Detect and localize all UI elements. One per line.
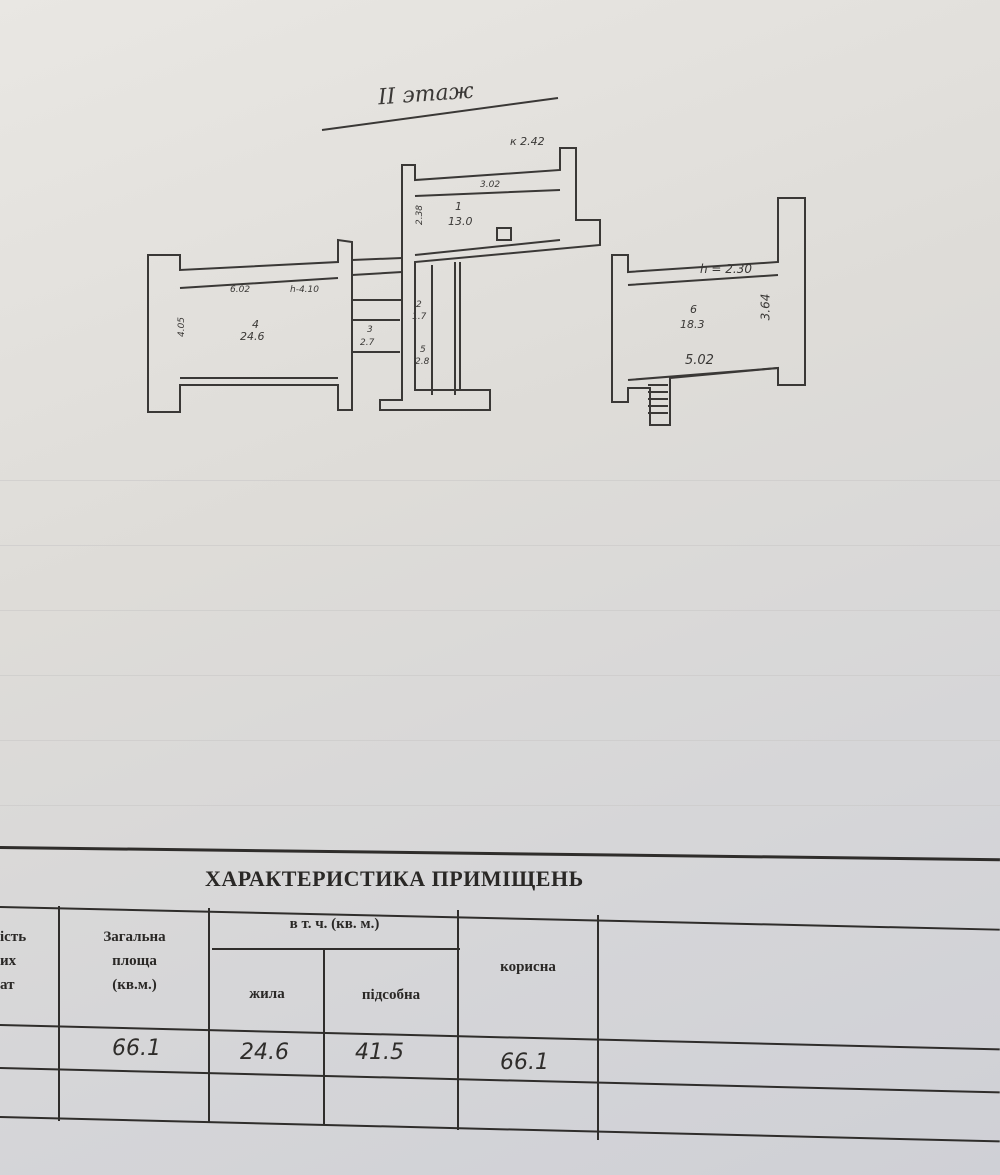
header-total-line: (кв.м.) [112, 977, 157, 993]
value-total: 66.1 [112, 1036, 161, 1061]
room-dim: 5.02 [685, 353, 714, 368]
room-area: 1.7 [412, 312, 427, 322]
room-4-inner [179, 277, 339, 379]
header-useful: корисна [500, 959, 556, 975]
bath-walls [431, 262, 461, 395]
header-col0-line: ість [0, 929, 27, 945]
table-title: ХАРАКТЕРИСТИКА ПРИМІЩЕНЬ [205, 866, 584, 891]
room-6-walls [611, 197, 806, 426]
header-col0-line: ат [0, 977, 15, 993]
room-number: 3 [367, 325, 373, 335]
room-area: 13.0 [448, 215, 473, 228]
header-aux: підсобна [361, 987, 421, 1003]
room-dim: 2.38 [415, 204, 426, 226]
corridor-walls [351, 257, 403, 353]
value-aux: 41.5 [355, 1040, 404, 1065]
room-number: 4 [252, 318, 259, 331]
room-6-inner [627, 274, 779, 381]
room-number: 1 [455, 200, 462, 213]
room-area: 2.7 [360, 338, 375, 348]
room-dim: h-4.10 [290, 285, 319, 295]
room-area: 2.8 [415, 357, 430, 367]
title-underline [321, 97, 559, 131]
room-number: 2 [416, 300, 422, 310]
floor-plan [147, 97, 806, 426]
room-number: 5 [420, 345, 426, 355]
room-dim: 6.02 [230, 285, 251, 295]
room-area: 24.6 [240, 330, 265, 343]
room-dim: 3.02 [480, 180, 501, 190]
room-4-walls [147, 238, 353, 413]
room-dim: 3.64 [758, 293, 773, 321]
header-total-line: площа [112, 953, 157, 969]
value-useful: 66.1 [500, 1050, 549, 1075]
room-1-inner [414, 189, 561, 256]
stove-icon [496, 227, 512, 241]
value-living: 24.6 [240, 1040, 289, 1065]
header-living: жила [249, 986, 285, 1002]
header-incl: в т. ч. (кв. м.) [289, 916, 380, 932]
stairs-icon [648, 384, 668, 414]
room-1-walls [379, 147, 601, 411]
header-col0-line: их [0, 953, 17, 969]
header-total-line: Загальна [103, 929, 166, 945]
room-area: 18.3 [680, 318, 705, 331]
note: к 2.42 [510, 135, 545, 148]
room-dim: h = 2.30 [700, 262, 753, 276]
room-number: 6 [690, 303, 697, 316]
room-dim: 4.05 [177, 316, 188, 338]
